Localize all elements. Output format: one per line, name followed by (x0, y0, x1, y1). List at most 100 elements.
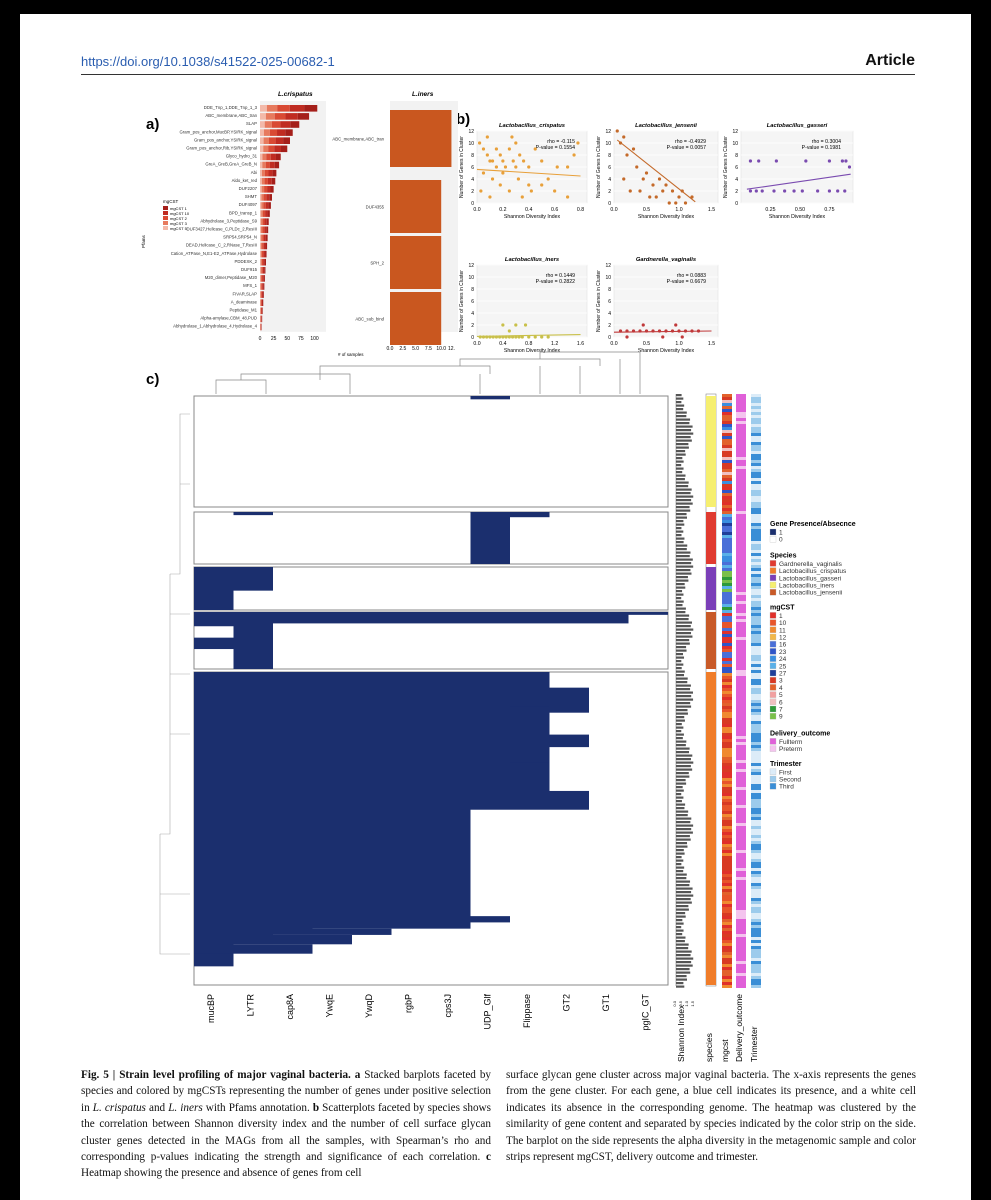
trimester-strip-cell (751, 547, 761, 550)
shannon-bar (676, 828, 692, 831)
presence-cell (194, 953, 234, 967)
x-tick-label: 0.0 (473, 341, 480, 347)
mgcst-strip-cell (722, 889, 732, 892)
delivery-strip-cell (736, 973, 746, 976)
mgcst-strip-cell (722, 937, 732, 940)
mgcst-strip-cell (722, 412, 732, 415)
scatter-title: Lactobacillus_gasseri (767, 123, 828, 129)
bar-segment (264, 226, 267, 234)
trimester-strip-cell (751, 580, 761, 583)
delivery-strip-cell (736, 439, 746, 442)
data-point (533, 147, 537, 151)
y-tick-label: 10 (605, 141, 611, 147)
trimester-strip-cell (751, 556, 761, 559)
mgcst-strip-cell (722, 394, 732, 397)
legend-label: 16 (779, 642, 787, 649)
mgcst-strip-cell (722, 637, 732, 640)
mgcst-strip-cell (722, 757, 732, 760)
data-point (641, 323, 645, 327)
doi-link[interactable]: https://doi.org/10.1038/s41522-025-00682… (81, 54, 335, 69)
mgcst-strip-cell (722, 457, 732, 460)
legend-swatch (769, 528, 777, 536)
bar (390, 292, 442, 345)
bar-segment (260, 218, 262, 225)
delivery-strip-cell (736, 496, 746, 499)
data-point (514, 323, 518, 327)
delivery-strip-cell (736, 844, 746, 847)
delivery-strip-cell (736, 616, 746, 619)
trimester-strip-cell (751, 901, 761, 904)
delivery-strip-cell (736, 970, 746, 973)
shannon-bar (676, 971, 691, 974)
shannon-bar (676, 772, 689, 775)
trimester-strip-cell (751, 904, 761, 907)
legend-swatch (769, 745, 777, 752)
trimester-strip-cell (751, 592, 761, 595)
x-tick-label: 1.5 (708, 207, 715, 213)
trimester-strip-cell (751, 454, 761, 457)
trimester-strip-cell (751, 595, 761, 598)
trimester-strip-cell (751, 535, 761, 538)
delivery-strip-cell (736, 772, 746, 775)
data-point (540, 335, 544, 339)
shannon-bar (676, 408, 684, 411)
trimester-strip-cell (751, 730, 761, 733)
delivery-strip-cell (736, 913, 746, 916)
caption-a: a (350, 1069, 361, 1081)
y-tick-label: 0 (608, 335, 611, 341)
trimester-strip-cell (751, 712, 761, 715)
trimester-strip-cell (751, 979, 761, 982)
shannon-bar (676, 432, 694, 435)
trimester-strip-cell (751, 760, 761, 763)
bar-segment (263, 258, 265, 266)
trimester-strip-cell (751, 478, 761, 481)
trimester-strip-cell (751, 817, 761, 820)
trimester-strip-cell (751, 823, 761, 826)
pfam-label: Gram_pos_anchor,Rib,YSIRK_signal (186, 146, 257, 151)
delivery-strip-cell (736, 475, 746, 478)
shannon-bar (676, 562, 692, 565)
trimester-strip-cell (751, 829, 761, 832)
trimester-strip-cell (751, 913, 761, 916)
delivery-strip-cell (736, 871, 746, 874)
mgcst-strip-cell (722, 409, 732, 412)
delivery-strip-cell (736, 613, 746, 616)
legend-label: 11 (779, 627, 786, 634)
delivery-strip-cell (736, 766, 746, 769)
mgcst-strip-cell (722, 517, 732, 520)
shannon-bar (676, 628, 694, 631)
legend-swatch (163, 211, 168, 215)
trimester-strip-cell (751, 586, 761, 589)
delivery-strip-cell (736, 706, 746, 709)
delivery-strip-cell (736, 700, 746, 703)
presence-cell (510, 706, 550, 763)
delivery-strip-cell (736, 454, 746, 457)
shannon-bar (676, 919, 683, 922)
bar-segment (264, 121, 272, 128)
data-point (661, 189, 665, 193)
delivery-strip-cell (736, 502, 746, 505)
trimester-strip-cell (751, 634, 761, 637)
data-point (490, 177, 495, 181)
mgcst-strip-cell (722, 880, 732, 883)
bar-segment (265, 113, 275, 120)
trimester-strip-cell (751, 544, 761, 547)
delivery-strip-cell (736, 535, 746, 538)
delivery-strip-cell (736, 709, 746, 712)
mgcst-strip-cell (722, 697, 732, 700)
presence-cell (233, 567, 273, 591)
bar-segment (272, 169, 277, 177)
mgcst-strip-cell (722, 868, 732, 871)
data-point (683, 201, 688, 205)
bar-segment (262, 226, 265, 234)
delivery-strip-cell (736, 499, 746, 502)
trimester-strip-cell (751, 496, 761, 499)
shannon-bar (676, 842, 688, 845)
shannon-bar (676, 604, 683, 607)
data-point (481, 147, 486, 151)
delivery-strip-cell (736, 544, 746, 547)
trimester-strip-cell (751, 445, 761, 448)
delivery-strip-cell (736, 979, 746, 982)
trimester-strip-cell (751, 460, 761, 463)
bar-segment (285, 129, 293, 136)
